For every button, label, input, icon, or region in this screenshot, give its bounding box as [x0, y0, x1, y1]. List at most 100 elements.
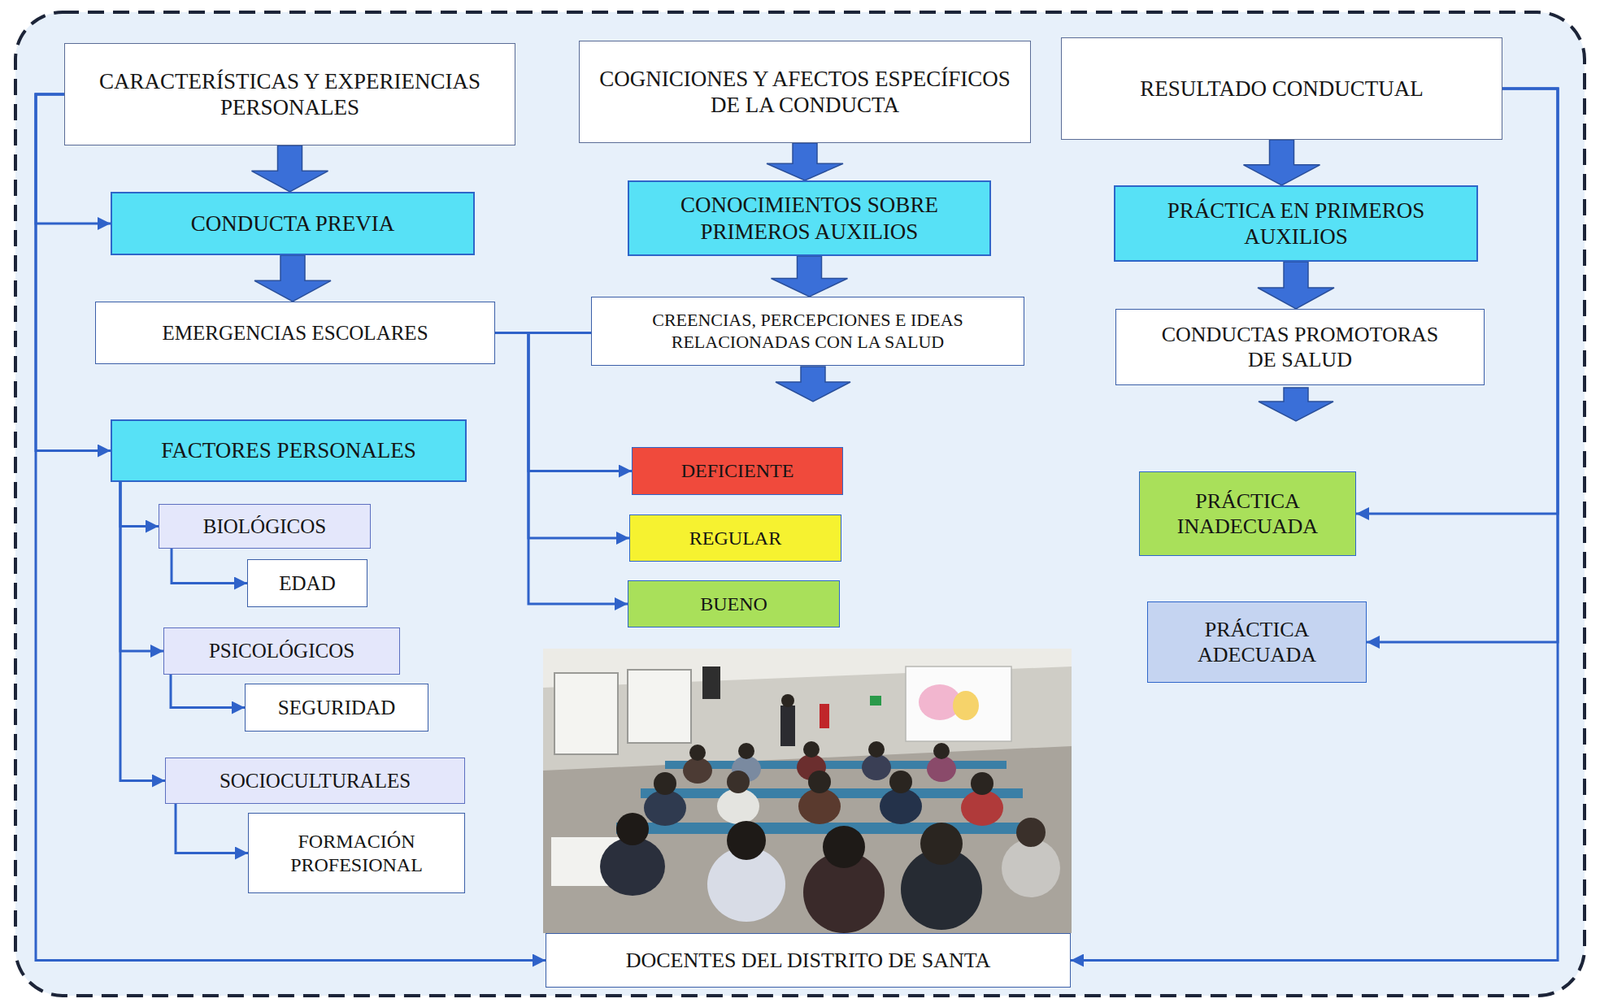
photo-floor	[543, 746, 1072, 934]
factor-box: BIOLÓGICOS	[158, 504, 371, 549]
box-label: SEGURIDAD	[278, 695, 396, 721]
photo-person	[616, 813, 649, 846]
block-arrow	[771, 256, 848, 297]
box-label: DOCENTES DEL DISTRITO DE SANTA	[626, 947, 992, 974]
level-box: REGULAR	[629, 514, 842, 562]
photo-audience	[600, 741, 1061, 934]
dashed-frame	[15, 12, 1585, 996]
box-label: PSICOLÓGICOS	[208, 639, 355, 664]
connector-line	[170, 674, 245, 709]
block-arrow	[254, 255, 331, 302]
photo-speaker	[702, 666, 721, 700]
box-label: EMERGENCIAS ESCOLARES	[161, 321, 428, 346]
connector-line	[35, 94, 546, 961]
box-label: CONOCIMIENTOS SOBRE PRIMEROS AUXILIOS	[637, 191, 982, 245]
concept-box: CONOCIMIENTOS SOBRE PRIMEROS AUXILIOS	[627, 180, 992, 257]
block-arrow	[1258, 387, 1334, 422]
photo-person	[933, 743, 950, 760]
level-box: BUENO	[627, 580, 840, 628]
header-box: COGNICIONES Y AFECTOS ESPECÍFICOS DE LA …	[578, 40, 1031, 144]
connector-line	[171, 548, 248, 584]
block-arrow	[775, 366, 851, 402]
connector-line	[1356, 88, 1558, 514]
box-label: SOCIOCULTURALES	[219, 769, 411, 794]
box-label: BIOLÓGICOS	[203, 514, 327, 540]
photo-presenter	[781, 694, 795, 708]
box-label: CONDUCTAS PROMOTORAS DE SALUD	[1145, 321, 1455, 373]
header-box: CARACTERÍSTICAS Y EXPERIENCIAS PERSONALE…	[64, 43, 516, 146]
concept-box: CONDUCTA PREVIA	[110, 191, 475, 256]
photo-window	[627, 669, 692, 744]
process-box: EMERGENCIAS ESCOLARES	[95, 301, 496, 365]
target-box: DOCENTES DEL DISTRITO DE SANTA	[545, 933, 1071, 988]
photo-person	[717, 788, 760, 825]
box-label: EDAD	[278, 571, 335, 596]
connector-line	[1070, 88, 1558, 961]
photo-person	[926, 756, 957, 783]
photo-person	[803, 741, 820, 758]
indicator-box: EDAD	[247, 559, 368, 608]
process-box: CREENCIAS, PERCEPCIONES E IDEAS RELACION…	[591, 296, 1025, 366]
process-box: CONDUCTAS PROMOTORAS DE SALUD	[1115, 308, 1485, 386]
connector-line	[495, 333, 628, 605]
photo-person	[726, 821, 766, 861]
indicator-box: FORMACIÓN PROFESIONAL	[247, 813, 466, 894]
box-label: FORMACIÓN PROFESIONAL	[267, 830, 447, 878]
box-label: CREENCIAS, PERCEPCIONES E IDEAS RELACION…	[600, 309, 1015, 353]
photo-person	[868, 741, 885, 758]
photo-sign	[869, 695, 882, 706]
box-label: PRÁCTICA ADECUADA	[1163, 617, 1351, 668]
box-label: CARACTERÍSTICAS Y EXPERIENCIAS PERSONALE…	[73, 68, 506, 122]
photo-extinguisher	[819, 704, 830, 729]
photo-screen-image	[952, 691, 979, 721]
photo-person	[689, 744, 706, 761]
box-label: RESULTADO CONDUCTUAL	[1139, 75, 1424, 102]
box-label: COGNICIONES Y AFECTOS ESPECÍFICOS DE LA …	[588, 65, 1022, 119]
photo-person	[861, 754, 892, 781]
outcome-box: PRÁCTICA ADECUADA	[1147, 601, 1367, 683]
photo-person	[808, 770, 831, 794]
box-label: BUENO	[700, 592, 768, 617]
classroom-photo	[543, 648, 1072, 934]
photo-person	[726, 770, 750, 794]
indicator-box: SEGURIDAD	[244, 683, 429, 732]
box-label: FACTORES PERSONALES	[160, 437, 416, 464]
photo-window	[554, 673, 618, 755]
factor-box: SOCIOCULTURALES	[165, 757, 466, 805]
factor-box: PSICOLÓGICOS	[163, 627, 400, 675]
block-arrow	[1243, 139, 1321, 186]
photo-person	[682, 757, 713, 784]
block-arrow	[766, 143, 844, 181]
header-box: RESULTADO CONDUCTUAL	[1060, 37, 1503, 140]
photo-person	[798, 788, 841, 825]
photo-person	[970, 772, 994, 796]
block-arrow	[1257, 261, 1335, 309]
box-label: PRÁCTICA EN PRIMEROS AUXILIOS	[1123, 197, 1469, 251]
photo-person	[1016, 817, 1046, 848]
photo-person	[920, 822, 963, 866]
box-label: CONDUCTA PREVIA	[191, 210, 396, 237]
connector-line	[120, 482, 159, 527]
box-label: PRÁCTICA INADECUADA	[1154, 488, 1342, 540]
concept-box: FACTORES PERSONALES	[110, 419, 467, 483]
connector-line	[120, 482, 164, 652]
photo-person	[889, 770, 913, 794]
photo-person	[738, 743, 755, 760]
photo-person	[879, 788, 922, 825]
photo-wall	[543, 648, 1072, 934]
photo-person	[1001, 839, 1061, 898]
block-arrow	[252, 145, 329, 192]
connector-line	[35, 94, 111, 452]
photo-person	[600, 837, 666, 896]
photo-person	[822, 826, 866, 869]
concept-box: PRÁCTICA EN PRIMEROS AUXILIOS	[1113, 185, 1479, 262]
photo-person	[960, 790, 1004, 827]
photo-person	[653, 772, 677, 796]
level-box: DEFICIENTE	[631, 447, 844, 496]
outcome-box: PRÁCTICA INADECUADA	[1139, 471, 1357, 557]
connector-line	[175, 804, 248, 854]
box-label: DEFICIENTE	[681, 459, 795, 483]
